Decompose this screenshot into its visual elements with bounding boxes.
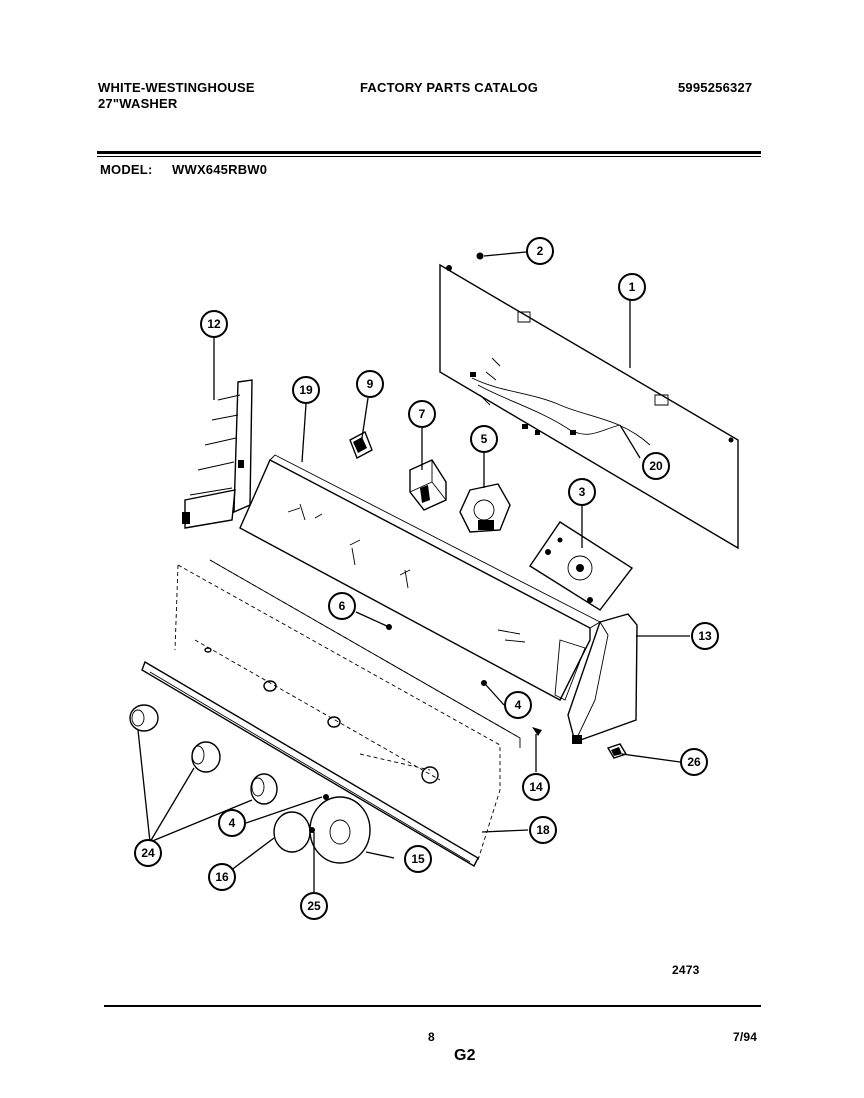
catalog-number: 5995256327 — [678, 80, 753, 95]
callout-18: 18 — [529, 816, 557, 844]
part-wire-harness — [470, 357, 651, 446]
product-name: 27"WASHER — [98, 96, 178, 111]
callout-25: 25 — [300, 892, 328, 920]
part-clip-26 — [606, 743, 628, 759]
callout-6: 6 — [328, 592, 356, 620]
part-end-cap — [567, 613, 638, 744]
svg-text:9: 9 — [367, 377, 374, 391]
callout-15: 15 — [404, 845, 432, 873]
leader-lines — [137, 251, 690, 892]
svg-text:20: 20 — [649, 459, 663, 473]
callout-26: 26 — [680, 748, 708, 776]
callout-13: 13 — [691, 622, 719, 650]
catalog-title: FACTORY PARTS CATALOG — [360, 80, 539, 95]
callout-4b: 4 — [218, 809, 246, 837]
svg-text:19: 19 — [299, 383, 313, 397]
callout-3: 3 — [568, 478, 596, 506]
svg-text:16: 16 — [215, 870, 229, 884]
part-bracket-12 — [182, 379, 253, 529]
page-number: 8 — [428, 1030, 435, 1044]
callout-16: 16 — [208, 863, 236, 891]
svg-text:14: 14 — [529, 780, 543, 794]
part-switch-9 — [349, 431, 373, 459]
part-switch-5 — [459, 483, 511, 533]
svg-text:15: 15 — [411, 852, 425, 866]
callout-24: 24 — [134, 839, 162, 867]
svg-text:1: 1 — [629, 280, 636, 294]
svg-text:26: 26 — [687, 755, 701, 769]
part-dial — [273, 796, 371, 864]
header-rule — [97, 151, 761, 154]
svg-text:6: 6 — [339, 599, 346, 613]
section-code: G2 — [454, 1047, 476, 1064]
revision-date: 7/94 — [733, 1030, 758, 1044]
svg-text:12: 12 — [207, 317, 221, 331]
part-front-panel — [174, 559, 521, 861]
svg-text:7: 7 — [419, 407, 426, 421]
svg-text:3: 3 — [579, 485, 586, 499]
part-switch-7 — [409, 459, 447, 511]
callout-9: 9 — [356, 370, 384, 398]
callout-20: 20 — [642, 452, 670, 480]
part-timer-3 — [529, 521, 634, 611]
svg-text:13: 13 — [698, 629, 712, 643]
diagram-number: 2473 — [672, 963, 700, 977]
callout-2: 2 — [526, 237, 554, 265]
callout-14: 14 — [522, 773, 550, 801]
model-number: WWX645RBW0 — [172, 162, 268, 177]
callout-7: 7 — [408, 400, 436, 428]
part-screws — [323, 624, 542, 800]
part-knobs — [129, 647, 439, 805]
svg-text:4: 4 — [229, 816, 236, 830]
part-control-console — [239, 454, 601, 701]
callout-4a: 4 — [504, 691, 532, 719]
callout-1: 1 — [618, 273, 646, 301]
part-trim-strip — [141, 660, 479, 867]
svg-text:25: 25 — [307, 899, 321, 913]
callout-19: 19 — [292, 376, 320, 404]
svg-text:4: 4 — [515, 698, 522, 712]
brand-name: WHITE-WESTINGHOUSE — [98, 80, 255, 95]
callout-5: 5 — [470, 425, 498, 453]
svg-text:5: 5 — [481, 432, 488, 446]
footer-rule — [104, 1005, 761, 1007]
part-screw-2 — [476, 252, 484, 260]
model-label: MODEL: — [100, 162, 153, 177]
part-rear-panel — [439, 263, 739, 550]
header-rule-thin — [97, 156, 761, 157]
svg-text:2: 2 — [537, 244, 544, 258]
svg-text:24: 24 — [141, 846, 155, 860]
callout-12: 12 — [200, 310, 228, 338]
svg-text:18: 18 — [536, 823, 550, 837]
